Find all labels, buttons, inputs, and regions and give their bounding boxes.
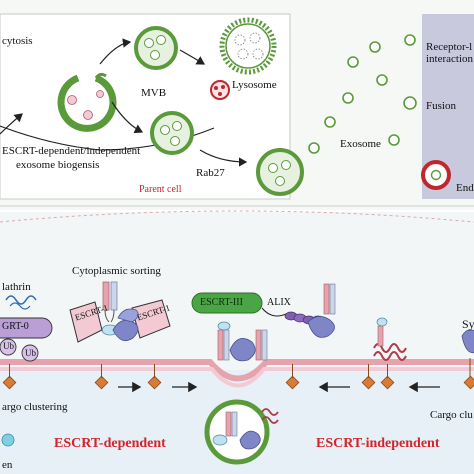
label-parent-cell: Parent cell xyxy=(139,184,182,195)
membrane-outer xyxy=(0,359,474,382)
tsg-receptor xyxy=(376,317,388,347)
arrow-to-lysosome xyxy=(179,49,206,65)
label-lysosome: Lysosome xyxy=(232,79,277,91)
mvb-lower xyxy=(150,111,194,155)
alix-link xyxy=(261,307,287,317)
cargo-stems xyxy=(9,364,388,378)
arrow-endocytosis xyxy=(0,113,23,135)
label-escrt3: ESCRT-III xyxy=(200,297,243,308)
label-receptor-1: Receptor-l xyxy=(426,41,473,53)
arrow-to-mvb2 xyxy=(111,101,144,134)
escrt1-left-shape xyxy=(69,301,103,343)
cell-envelope-arc xyxy=(0,210,474,223)
mvb-fusing xyxy=(256,148,304,196)
arrow-to-mvb xyxy=(99,38,132,65)
clathrin-squiggle xyxy=(5,295,37,305)
arrow-rab27 xyxy=(199,149,248,167)
label-exosome: Exosome xyxy=(340,138,381,150)
endocytosis-vesicle xyxy=(421,160,451,190)
label-syntenin: Sy xyxy=(462,317,474,331)
label-cargo-clustering-left: argo clustering xyxy=(2,401,68,413)
alix-receptor xyxy=(323,283,336,315)
label-mvb: MVB xyxy=(141,87,167,99)
escrt0-pill xyxy=(0,317,53,339)
ub-circle-2 xyxy=(21,344,39,362)
label-biogenesis-1: ESCRT-dependent/independent xyxy=(2,145,141,157)
protein-blob-2 xyxy=(117,308,139,323)
label-rab27: Rab27 xyxy=(196,167,225,179)
alix-protein-blob xyxy=(307,316,335,338)
exosomes xyxy=(308,34,417,154)
syntenin-blob xyxy=(461,329,474,354)
label-escrt0: GRT-0 xyxy=(2,321,29,332)
protein-blob-1 xyxy=(112,319,139,342)
ilv-vesicle xyxy=(204,399,279,465)
label-cargo-clustering-right: Cargo clu xyxy=(430,409,473,421)
lysosome xyxy=(219,17,277,75)
label-ub-2: Ub xyxy=(25,348,36,358)
label-receptor-2: interaction xyxy=(426,53,474,65)
marker-circle xyxy=(1,433,15,447)
mvb-top xyxy=(134,26,178,70)
label-cytosis: cytosis xyxy=(2,35,33,47)
label-clathrin: lathrin xyxy=(2,281,31,293)
label-escrt-dependent: ESCRT-dependent xyxy=(54,436,166,451)
label-partial-left: en xyxy=(2,459,13,471)
clathrin-squiggle-2 xyxy=(9,302,31,310)
escrt3-pill xyxy=(191,292,263,314)
ub-circle-1 xyxy=(0,338,17,356)
label-cytoplasmic-sorting: Cytoplasmic sorting xyxy=(72,265,161,277)
label-biogenesis-2: exosome biogensis xyxy=(16,159,100,171)
label-alix: ALIX xyxy=(267,297,291,308)
label-escrt-independent: ESCRT-independent xyxy=(316,436,440,451)
membrane-inner xyxy=(0,367,474,388)
early-endosome xyxy=(57,72,117,132)
cargo-diamonds xyxy=(2,375,395,390)
label-fusion: Fusion xyxy=(426,100,456,112)
label-ub-1: Ub xyxy=(3,341,14,351)
label-endocytosis: End xyxy=(456,182,474,194)
lysosome-small xyxy=(210,80,230,100)
invagination-content xyxy=(217,321,268,362)
